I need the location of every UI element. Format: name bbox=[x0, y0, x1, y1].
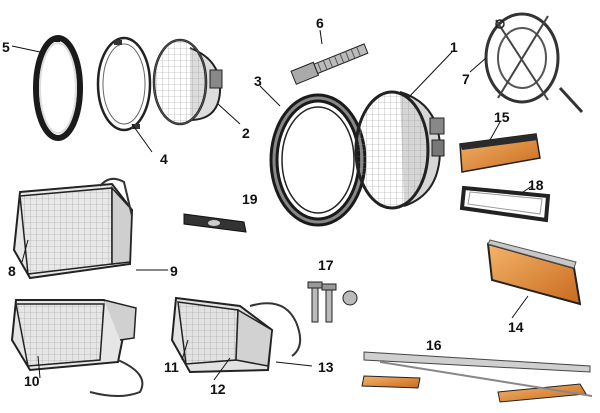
callout-13: 13 bbox=[318, 359, 334, 375]
callout-11: 11 bbox=[164, 359, 179, 375]
part-15-amber-marker bbox=[459, 133, 541, 173]
part-1-headlamp-assembly bbox=[354, 90, 445, 210]
callout-16: 16 bbox=[426, 337, 442, 353]
callout-2: 2 bbox=[242, 125, 250, 141]
callout-3: 3 bbox=[254, 73, 262, 89]
part-17-screws bbox=[307, 281, 358, 323]
leader-lines bbox=[11, 29, 533, 381]
callout-9: 9 bbox=[170, 263, 178, 279]
part-10-rear-lamp bbox=[10, 299, 144, 397]
callout-1: 1 bbox=[450, 39, 458, 55]
part-5-trim-ring bbox=[33, 35, 83, 141]
callout-10: 10 bbox=[24, 373, 40, 389]
part-7-mounting-bracket bbox=[484, 12, 584, 114]
callout-8: 8 bbox=[8, 263, 16, 279]
callout-7: 7 bbox=[462, 71, 470, 87]
part-12-combination-lamp bbox=[170, 296, 302, 374]
part-19-plate bbox=[183, 213, 247, 233]
callout-17: 17 bbox=[318, 257, 334, 273]
callout-6: 6 bbox=[316, 15, 324, 31]
part-8-indicator-lamp bbox=[12, 177, 134, 280]
callout-18: 18 bbox=[528, 177, 544, 193]
part-4-retaining-ring bbox=[96, 36, 152, 132]
part-6-adjuster-bolt bbox=[290, 43, 369, 85]
callout-12: 12 bbox=[210, 381, 226, 397]
part-18-marker-gasket bbox=[459, 185, 551, 223]
callout-labels: 5 4 2 3 6 1 7 15 18 19 8 9 17 14 10 11 1… bbox=[2, 15, 544, 397]
part-2-headlamp-unit bbox=[152, 38, 223, 126]
callout-15: 15 bbox=[494, 109, 510, 125]
part-16-repeater-strip bbox=[361, 351, 593, 403]
callout-4: 4 bbox=[160, 151, 168, 167]
part-3-chrome-bezel bbox=[269, 93, 367, 227]
callout-14: 14 bbox=[508, 319, 524, 335]
part-14-side-light bbox=[486, 239, 582, 306]
callout-5: 5 bbox=[2, 39, 10, 55]
callout-19: 19 bbox=[242, 191, 258, 207]
